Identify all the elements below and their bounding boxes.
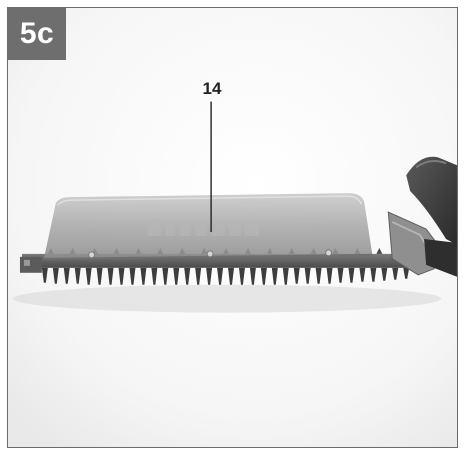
figure-label-badge: 5c	[8, 8, 66, 60]
callout-number: 14	[202, 79, 222, 98]
hedge-trimmer-photo	[8, 8, 457, 447]
figure-frame: 5c 14	[7, 7, 458, 448]
trimmer-handle	[406, 156, 457, 245]
trimmer-housing	[387, 211, 439, 276]
blade-guard	[43, 193, 373, 259]
